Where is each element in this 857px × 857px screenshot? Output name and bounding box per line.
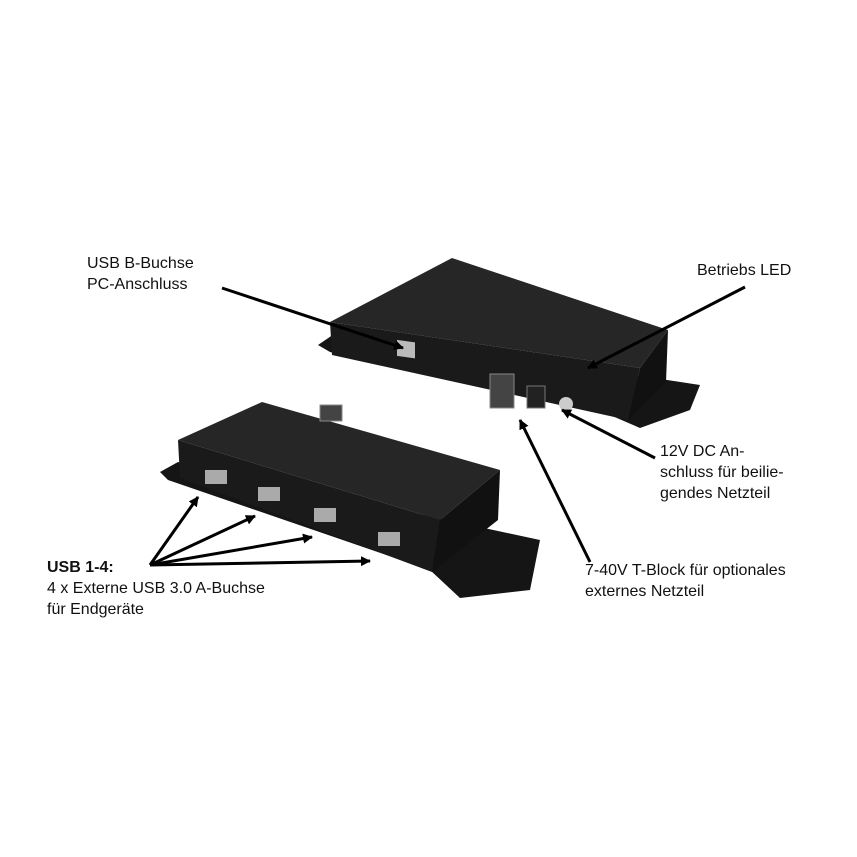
tblock-label-line2: externes Netzteil [585, 583, 705, 600]
hub-front-face [178, 440, 440, 572]
dc-label: 12V DC An- schluss für beilie- gendes Ne… [660, 441, 784, 504]
dc-label-line1: 12V DC An- [660, 443, 745, 460]
arrow-dc [561, 408, 656, 460]
arrow-usb-3 [149, 533, 313, 567]
hub-side-face [432, 470, 500, 572]
usb-ports-label-title: USB 1-4: [47, 559, 114, 576]
usb-ports-label-line2: für Endgeräte [47, 601, 144, 618]
arrow-usb-1 [148, 496, 200, 566]
usb-a-port-1 [205, 470, 227, 484]
arrow-tblock [518, 419, 592, 563]
hub-top-face [178, 402, 500, 520]
usb-a-port-3 [314, 508, 336, 522]
tblock-label: 7-40V T-Block für optionales externes Ne… [585, 560, 786, 602]
usb-ports-label-line1: 4 x Externe USB 3.0 A-Buchse [47, 580, 265, 597]
usb-b-label-line1: USB B-Buchse [87, 255, 194, 272]
led-label-line1: Betriebs LED [697, 262, 792, 279]
usb-b-port [397, 339, 415, 359]
hub-side-face [628, 330, 668, 420]
usb-a-port-2 [258, 487, 280, 501]
arrow-usb-2 [149, 514, 256, 567]
usb-a-port-4 [378, 532, 400, 546]
tblock-label-line1: 7-40V T-Block für optionales [585, 562, 786, 579]
terminal-block [319, 404, 343, 422]
led-label: Betriebs LED [697, 260, 791, 281]
hub-top-face [330, 258, 668, 368]
usb-b-label-line2: PC-Anschluss [87, 276, 188, 293]
usb-ports-label: USB 1-4: 4 x Externe USB 3.0 A-Buchse fü… [47, 557, 265, 620]
usb-hub-rear-view [318, 258, 700, 428]
dc-label-line2: schluss für beilie- [660, 464, 784, 481]
usb-hub-front-view [160, 402, 540, 598]
usb-b-label: USB B-Buchse PC-Anschluss [87, 253, 194, 295]
dc-label-line3: gendes Netzteil [660, 485, 771, 502]
callout-arrows [148, 285, 746, 567]
t-block-terminal [489, 373, 515, 409]
arrow-usb-b [221, 286, 404, 350]
dc-jack [526, 385, 546, 409]
arrow-usb-4 [149, 556, 371, 567]
arrow-led [587, 285, 746, 370]
status-led [559, 397, 573, 411]
